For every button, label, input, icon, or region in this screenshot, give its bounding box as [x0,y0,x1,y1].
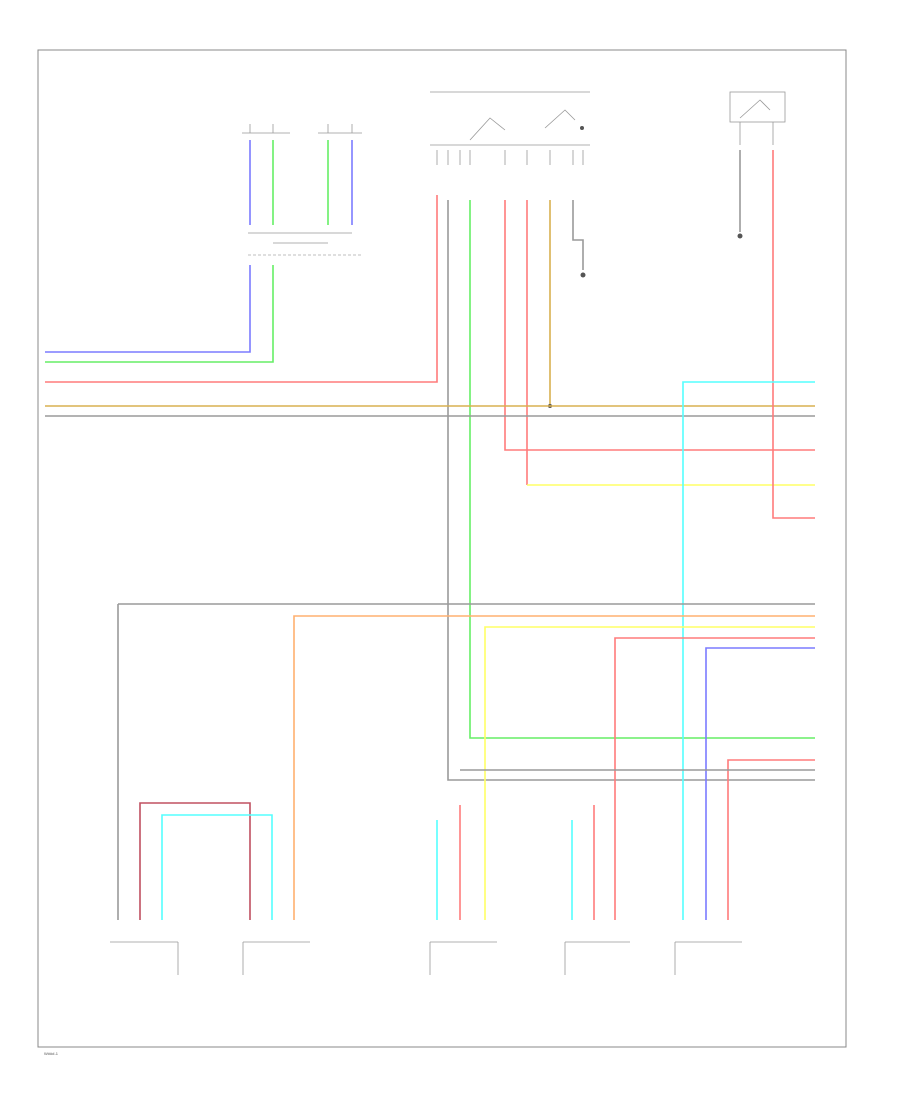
wire-gray-ground [572,200,584,270]
bottom-module-5 [674,941,742,975]
top-right-switch [729,91,786,145]
wire-red-center-right [504,200,815,451]
wire-red-center-left [45,195,438,383]
wire-green-left-bus [45,265,274,363]
wire-red-lower-bus [727,759,815,920]
sensor-b [318,124,362,134]
wire-blue-mid-bus [705,647,815,920]
bottom-module-4 [564,941,630,975]
footer-code: W###-1 [44,1051,59,1056]
switch-ground-point [737,233,743,239]
bottom-module-3 [429,941,497,975]
wire-red-mid-bus [614,637,815,920]
wire-cyan-bottom-loop [161,814,273,920]
ground-point [580,272,586,278]
wire-red-switch [772,150,815,519]
junction-connector-left [248,232,362,256]
center-module-pins [436,150,584,165]
wire-cyan-right-feed [682,381,815,920]
wire-orange-mid-bus [293,615,815,920]
wire-red-bottom-loop [139,802,251,920]
sensor-a [242,124,290,134]
wire-gray-center-down [447,200,815,781]
bottom-module-2 [242,941,310,975]
center-module [430,91,590,146]
bottom-module-1 [110,941,179,975]
wire-blue-left-bus [45,265,251,353]
wire-green-center-down [469,200,815,739]
wire-gray-mid-bus [117,603,815,920]
wire-yellow-mid-bus [484,626,815,920]
diagram-frame [37,49,847,1048]
